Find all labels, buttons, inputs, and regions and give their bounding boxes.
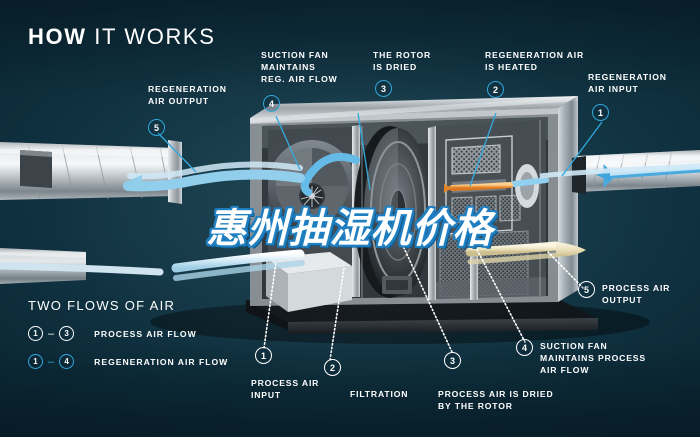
- callout-label-filtration: FILTRATION: [350, 389, 408, 401]
- legend-dash: –: [48, 327, 55, 340]
- legend-marker-to: 4: [59, 354, 75, 369]
- legend-heading: TWO FLOWS OF AIR: [28, 298, 176, 313]
- left-duct: [0, 140, 182, 204]
- page-title: HOW IT WORKS: [28, 24, 215, 50]
- title-bold: HOW: [28, 24, 87, 49]
- legend-label: REGENERATION AIR FLOW: [94, 356, 229, 367]
- callout-label-suction-fan-reg: SUCTION FAN MAINTAINS REG. AIR FLOW: [261, 50, 338, 86]
- marker-top-5[interactable]: 5: [148, 119, 165, 136]
- line: MAINTAINS: [261, 61, 316, 72]
- legend-row-process-air-flow: 1 – 3 PROCESS AIR FLOW: [28, 326, 197, 341]
- callout-label-regeneration-air-input: REGENERATION AIR INPUT: [588, 72, 667, 96]
- marker-top-4[interactable]: 4: [263, 95, 280, 112]
- legend-marker-from: 1: [28, 354, 43, 369]
- line: MAINTAINS PROCESS: [540, 352, 646, 363]
- legend-marker-from: 1: [28, 326, 43, 341]
- callout-label-process-air-output: PROCESS AIR OUTPUT: [602, 283, 670, 307]
- line: BY THE ROTOR: [438, 400, 513, 411]
- line: AIR OUTPUT: [148, 95, 210, 106]
- watermark-text: 惠州抽湿机价格: [206, 206, 494, 252]
- line: REGENERATION: [588, 72, 667, 82]
- line: THE ROTOR: [373, 50, 432, 60]
- legend-dash: –: [48, 355, 55, 368]
- line: INPUT: [251, 389, 282, 400]
- marker-top-1[interactable]: 1: [592, 104, 609, 121]
- marker-bottom-1[interactable]: 1: [255, 347, 272, 364]
- marker-bottom-4[interactable]: 4: [516, 339, 533, 356]
- line: IS DRIED: [373, 61, 418, 72]
- legend-row-regeneration-air-flow: 1 – 4 REGENERATION AIR FLOW: [28, 354, 228, 369]
- title-light: IT WORKS: [94, 24, 216, 49]
- callout-label-rotor-dried: THE ROTOR IS DRIED: [373, 50, 431, 74]
- legend-marker-to: 3: [59, 326, 75, 341]
- line: FILTRATION: [350, 389, 409, 399]
- legend-label: PROCESS AIR FLOW: [94, 328, 197, 339]
- line: SUCTION FAN: [540, 341, 608, 351]
- line: REGENERATION: [148, 84, 227, 94]
- callout-label-regeneration-air-heated: REGENERATION AIR IS HEATED: [485, 50, 584, 74]
- line: AIR FLOW: [540, 364, 590, 375]
- marker-top-3[interactable]: 3: [375, 80, 392, 97]
- line: PROCESS AIR: [251, 378, 320, 388]
- marker-bottom-2[interactable]: 2: [324, 359, 341, 376]
- marker-bottom-3[interactable]: 3: [444, 352, 461, 369]
- marker-top-2[interactable]: 2: [487, 81, 504, 98]
- callout-label-regeneration-air-output: REGENERATION AIR OUTPUT: [148, 84, 227, 108]
- marker-bottom-5[interactable]: 5: [578, 281, 595, 298]
- line: REG. AIR FLOW: [261, 73, 338, 84]
- line: IS HEATED: [485, 61, 538, 72]
- line: AIR INPUT: [588, 83, 639, 94]
- line: PROCESS AIR IS DRIED: [438, 389, 554, 399]
- line: OUTPUT: [602, 294, 643, 305]
- line: REGENERATION AIR: [485, 50, 585, 60]
- callout-label-process-air-dried: PROCESS AIR IS DRIED BY THE ROTOR: [438, 389, 554, 413]
- callout-label-process-air-input: PROCESS AIR INPUT: [251, 378, 319, 402]
- line: SUCTION FAN: [261, 50, 329, 60]
- callout-label-suction-fan-process: SUCTION FAN MAINTAINS PROCESS AIR FLOW: [540, 341, 646, 377]
- line: PROCESS AIR: [602, 283, 671, 293]
